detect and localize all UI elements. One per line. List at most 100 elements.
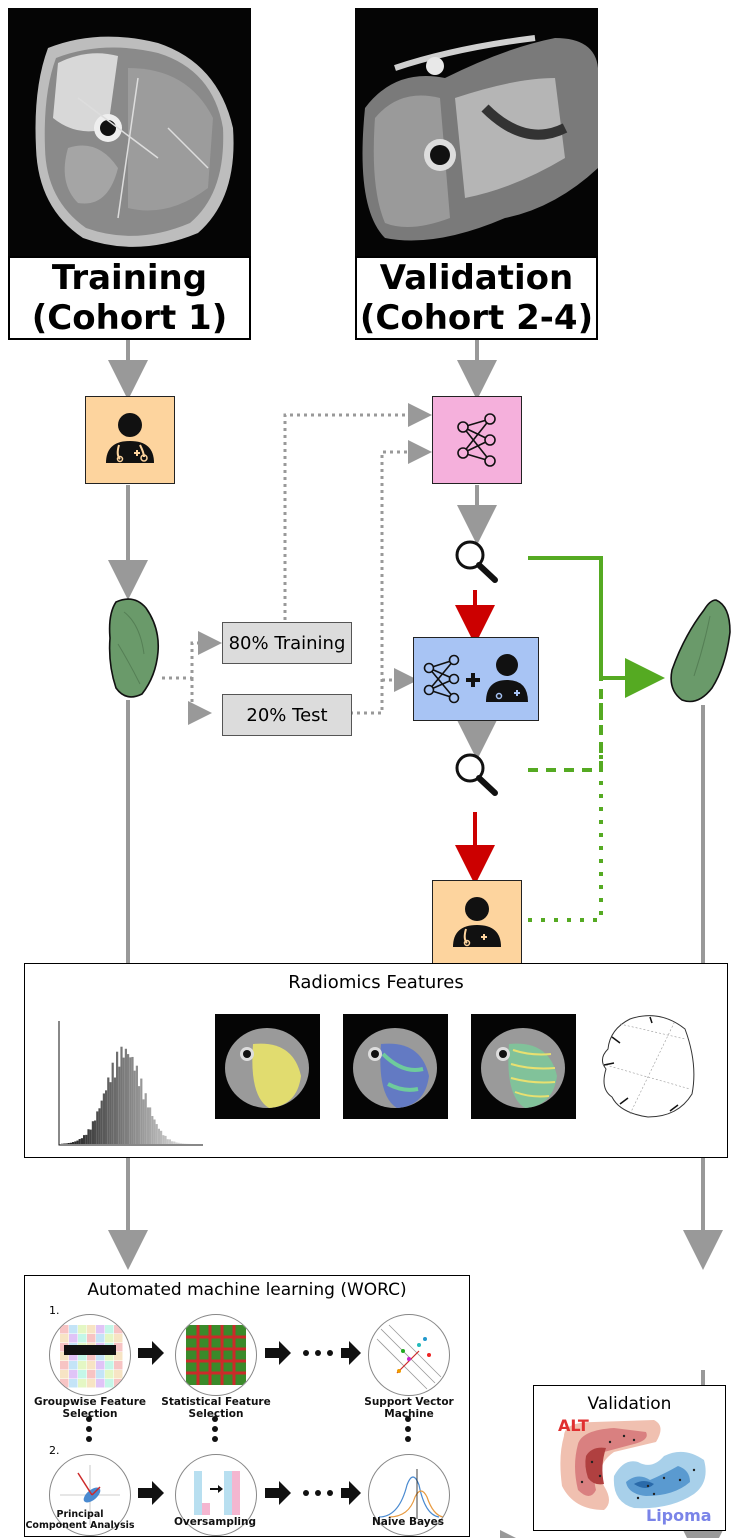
histogram-bar <box>85 1134 88 1144</box>
grid-cell <box>105 1379 114 1388</box>
histogram-bar <box>118 1066 121 1144</box>
mri-overlay-texture <box>471 1014 576 1119</box>
histogram-bar <box>105 1090 108 1144</box>
histogram-bar <box>177 1142 180 1144</box>
test-split-label: 20% Test <box>246 704 328 726</box>
grid-cell <box>114 1343 123 1352</box>
histogram-bar <box>87 1129 90 1144</box>
histogram-bar <box>122 1057 125 1144</box>
groupwise-selection-circle <box>49 1314 131 1396</box>
grid-cell <box>87 1334 96 1343</box>
histogram-bar <box>129 1057 132 1144</box>
row1-number: 1. <box>49 1304 60 1317</box>
training-cohort-caption: Training (Cohort 1) <box>8 256 251 340</box>
grid-cell <box>114 1334 123 1343</box>
training-mri-image <box>8 8 251 258</box>
histogram-bar <box>175 1142 178 1144</box>
validation-cohort-caption: Validation (Cohort 2-4) <box>355 256 598 340</box>
grid-cell <box>60 1370 69 1379</box>
histogram-bar <box>168 1139 171 1144</box>
histogram-bar <box>135 1065 138 1144</box>
training-split-box: 80% Training <box>222 622 352 664</box>
grid-cell <box>87 1370 96 1379</box>
validation-caption-line2: (Cohort 2-4) <box>359 298 594 338</box>
row2-number: 2. <box>49 1444 60 1457</box>
alt-class-label: ALT <box>558 1416 589 1435</box>
magnifier-icon-second <box>448 748 506 798</box>
histogram-bar <box>102 1093 105 1144</box>
green-solid-arrow <box>528 556 665 698</box>
histogram-bar <box>83 1135 86 1144</box>
validation-panel: Validation ALT Lipoma <box>533 1385 726 1531</box>
grid-cell <box>96 1325 105 1334</box>
shape-contour-icon <box>590 1009 710 1124</box>
grid-cell <box>105 1352 114 1361</box>
histogram-icon <box>58 1021 203 1146</box>
grid-cell <box>87 1379 96 1388</box>
ai-plus-radiologist-icon <box>423 654 528 704</box>
radiologist-icon <box>106 413 154 463</box>
histogram-bar <box>162 1135 165 1144</box>
histogram-bar <box>164 1135 167 1144</box>
histogram-bar <box>65 1143 68 1144</box>
grid-cell <box>78 1352 87 1361</box>
lipoma-class-label: Lipoma <box>646 1506 712 1525</box>
grid-cell <box>60 1352 69 1361</box>
naive-bayes-circle <box>368 1454 450 1536</box>
oversampling-circle <box>175 1454 257 1536</box>
automl-title: Automated machine learning (WORC) <box>87 1280 407 1300</box>
histogram-bar <box>173 1141 176 1144</box>
svm-label: Support Vector Machine <box>364 1396 454 1420</box>
histogram-bar <box>144 1093 147 1144</box>
histogram-bar <box>140 1078 143 1144</box>
histogram-bar <box>138 1086 141 1144</box>
histogram-bar <box>80 1138 83 1144</box>
grid-cell <box>78 1370 87 1379</box>
histogram-bar <box>124 1048 127 1144</box>
grid-cell <box>96 1334 105 1343</box>
histogram-bar <box>94 1120 97 1144</box>
histogram-bar <box>127 1054 130 1144</box>
mri-overlay-blue <box>343 1014 448 1119</box>
histogram-bar <box>69 1142 72 1144</box>
histogram-bar <box>116 1051 119 1144</box>
histogram-bar <box>98 1108 101 1144</box>
histogram-bar <box>107 1077 110 1144</box>
naive-bayes-label: Naive Bayes <box>371 1516 445 1528</box>
grid-cell <box>96 1361 105 1370</box>
statistical-selection-label: Statistical Feature Selection <box>161 1396 271 1420</box>
histogram-bar <box>153 1119 156 1144</box>
histogram-bar <box>109 1082 112 1144</box>
grid-cell <box>69 1370 78 1379</box>
grid-cell <box>78 1379 87 1388</box>
grid-cell <box>60 1361 69 1370</box>
histogram-bar <box>72 1142 75 1144</box>
grid-cell <box>114 1379 123 1388</box>
histogram-bar <box>171 1141 174 1144</box>
histogram-bar <box>133 1070 136 1144</box>
validation-mri-svg <box>355 8 598 258</box>
neural-network-box <box>432 396 522 484</box>
grid-cell <box>96 1379 105 1388</box>
dotted-split-lines <box>162 403 432 725</box>
histogram-bar <box>89 1129 92 1144</box>
training-caption-line2: (Cohort 1) <box>31 298 228 338</box>
grid-cell <box>87 1361 96 1370</box>
training-mri-svg <box>8 8 251 258</box>
validation-title: Validation <box>587 1394 672 1414</box>
training-caption-line1: Training <box>51 258 208 298</box>
grid-cell <box>78 1334 87 1343</box>
grid-cell <box>87 1325 96 1334</box>
grid-cell <box>60 1379 69 1388</box>
segmentation-mesh-icon <box>100 594 164 704</box>
pca-label: Principal Component Analysis <box>25 1509 135 1531</box>
histogram-bar <box>76 1140 79 1144</box>
histogram-bar <box>120 1046 123 1144</box>
grid-cell <box>105 1361 114 1370</box>
histogram-bar <box>67 1143 70 1144</box>
histogram-bar <box>113 1077 116 1144</box>
histogram-bar <box>157 1128 160 1144</box>
grid-cell <box>114 1352 123 1361</box>
grid-cell <box>114 1370 123 1379</box>
